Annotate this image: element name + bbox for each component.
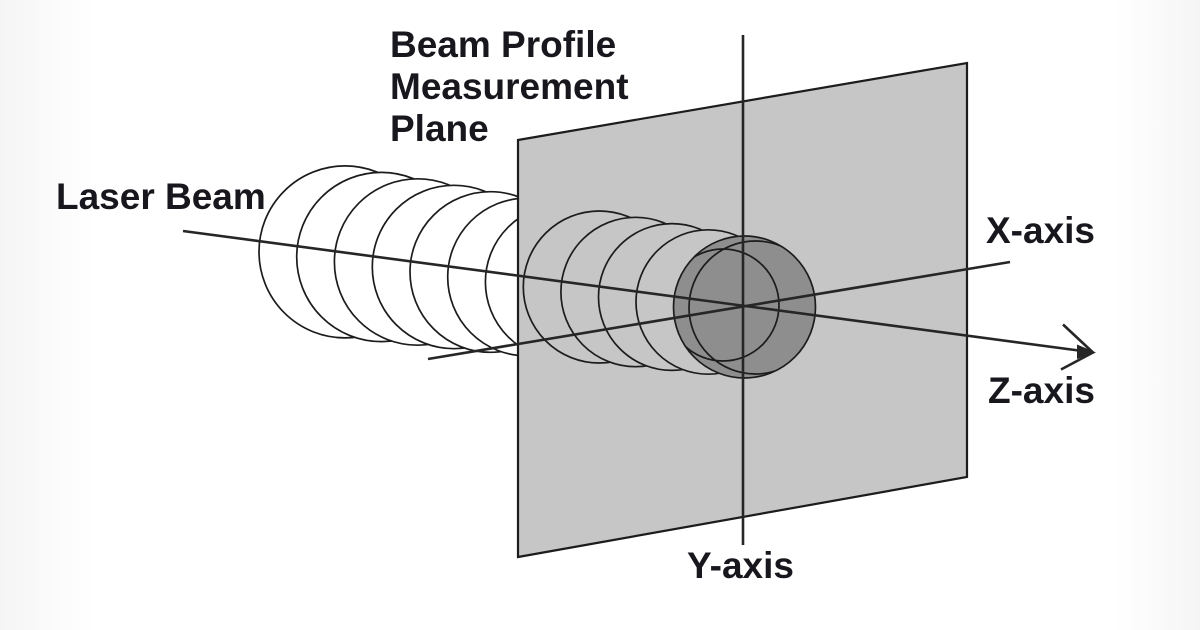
x-axis-line [427,260,1011,361]
beam-spot-arc [688,240,816,375]
z-axis-arrowhead [1060,323,1096,371]
y-axis-label: Y-axis [687,545,794,586]
beam-spot-arc [673,248,780,362]
measurement-plane-label: Beam Profile Measurement Plane [390,24,629,149]
z-axis-arrow-tip [1077,344,1096,359]
laser-beam-label: Laser Beam [56,176,266,217]
z-axis-label: Z-axis [988,370,1095,411]
z-axis-line [182,229,1091,354]
x-axis-label: X-axis [986,210,1096,251]
beam-spot-inner-arcs [673,240,816,375]
